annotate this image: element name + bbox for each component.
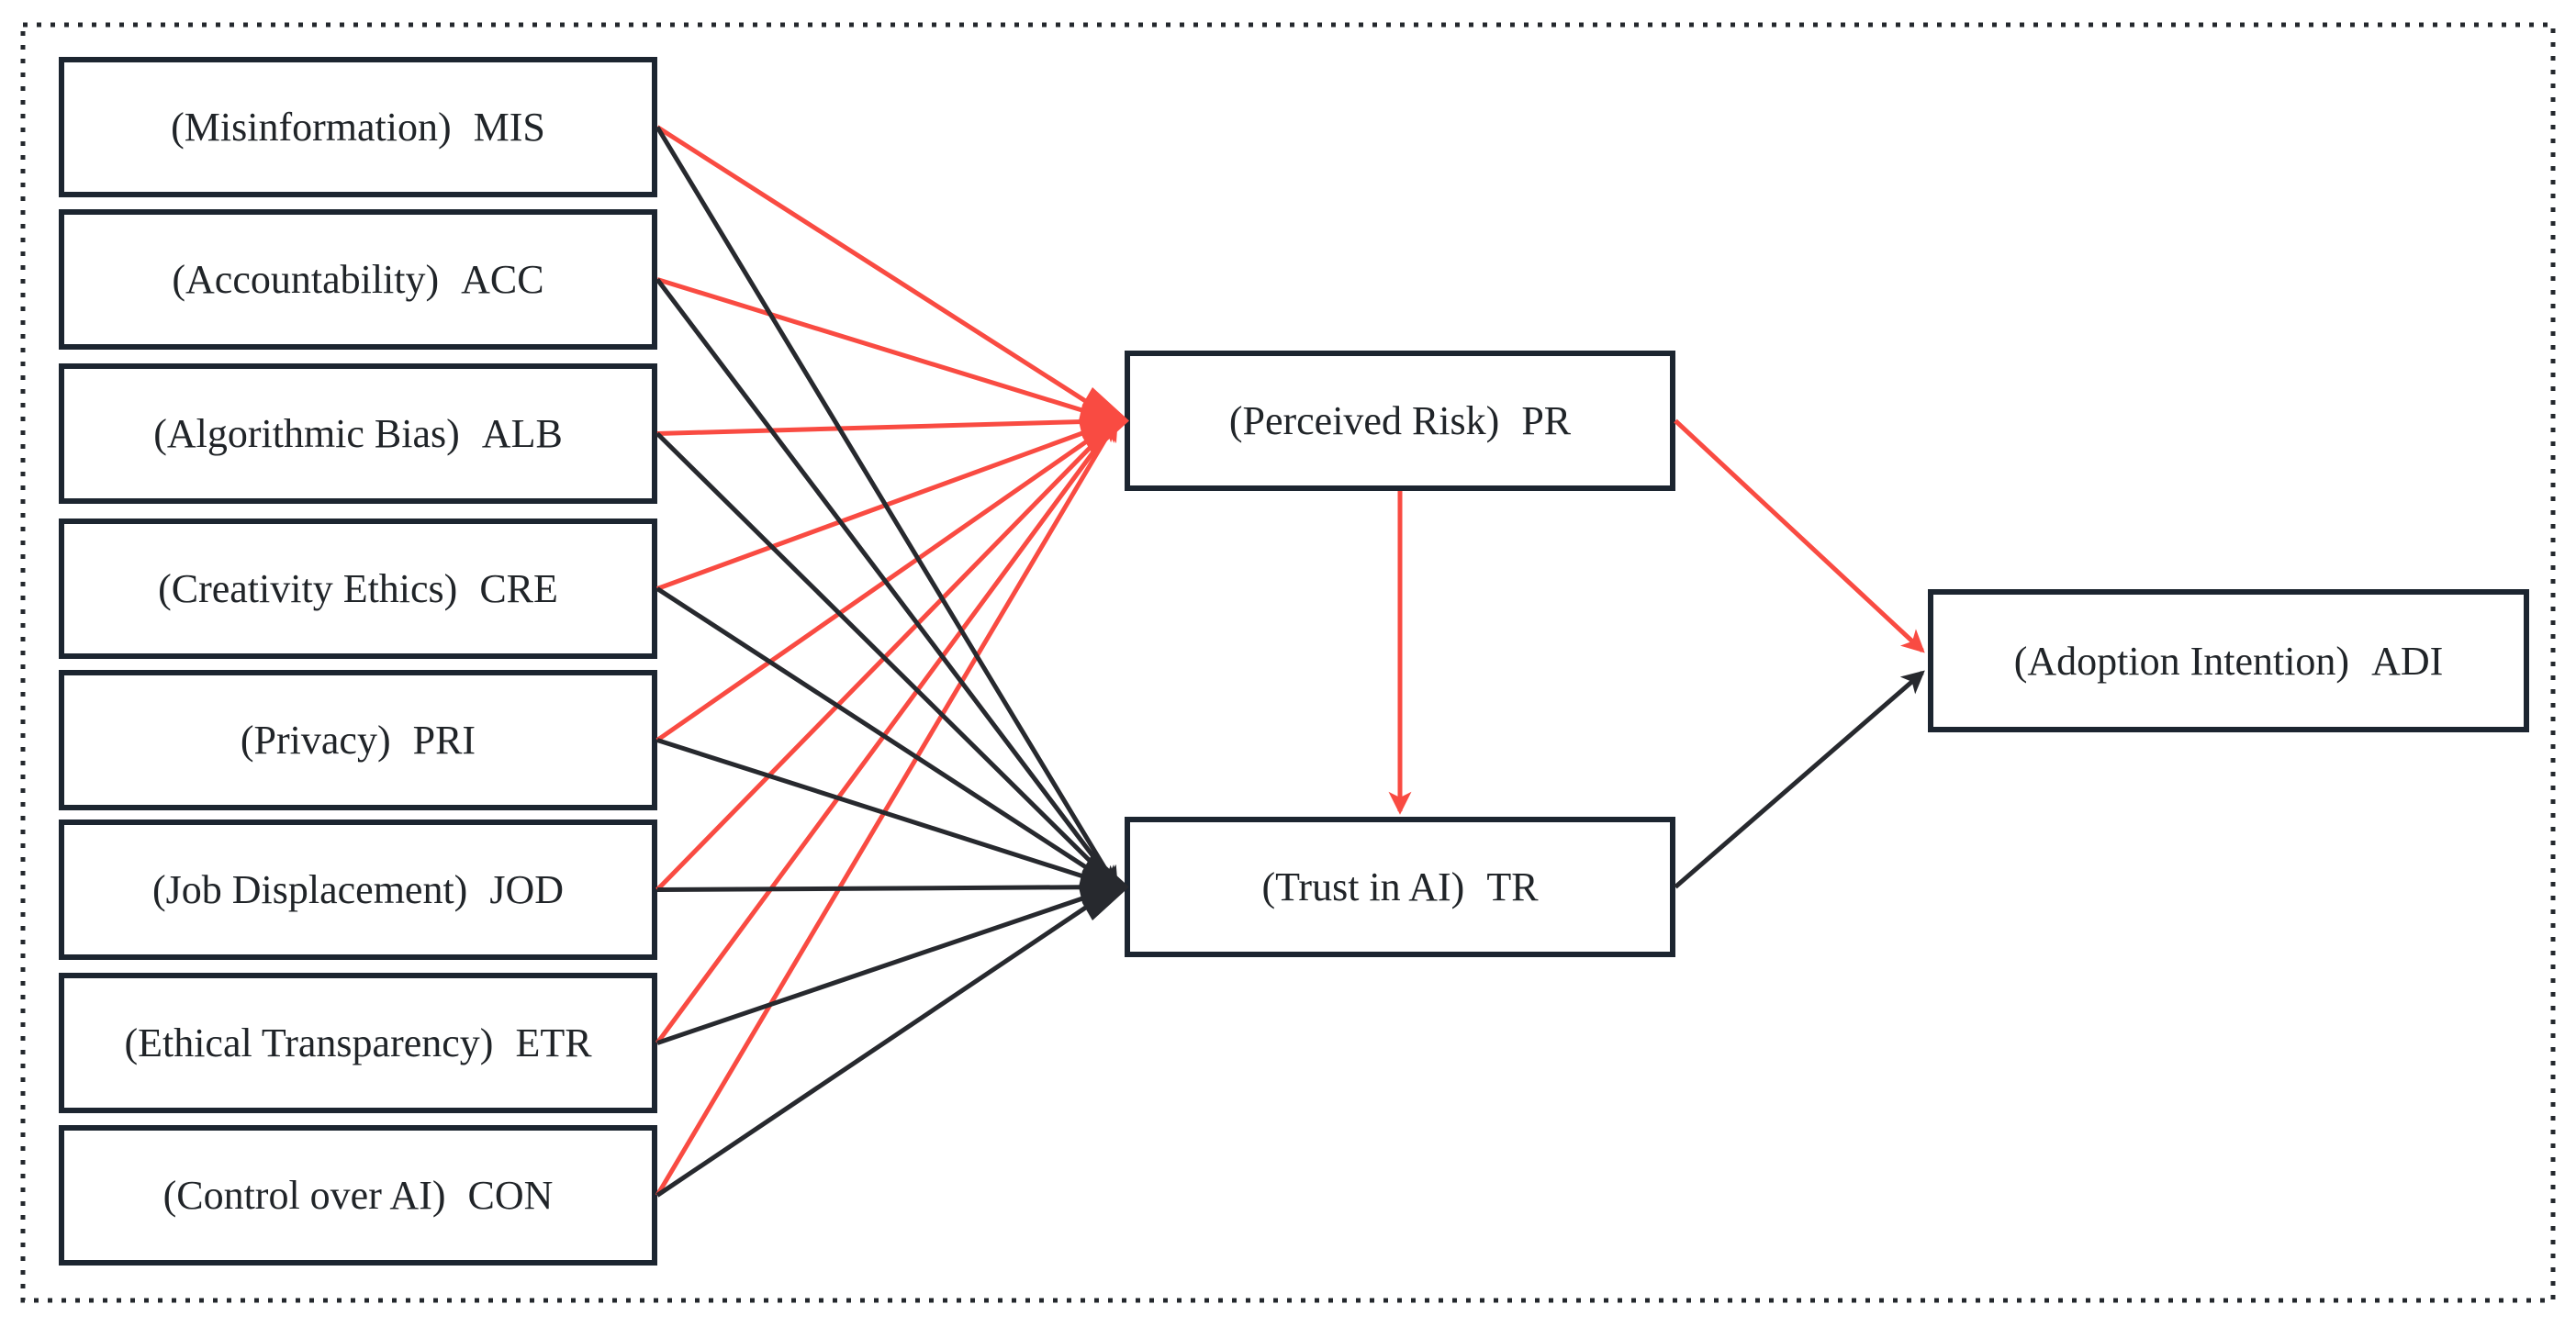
mediator-box-pr: (Perceived Risk) PR xyxy=(1125,351,1675,491)
edge-acc-tr xyxy=(655,277,1119,890)
edge-etr-pr xyxy=(655,418,1119,1044)
factor-box-jod: (Job Displacement) JOD xyxy=(59,820,657,960)
construct-code: ACC xyxy=(461,257,544,302)
construct-code: TR xyxy=(1486,864,1539,909)
edge-alb-pr xyxy=(656,409,1120,436)
construct-label: (Misinformation) xyxy=(171,105,452,150)
edge-acc-pr xyxy=(656,277,1120,427)
edge-jod-pr xyxy=(655,418,1119,892)
arrowhead-blob-pr xyxy=(1079,387,1129,454)
factor-box-acc: (Accountability) ACC xyxy=(59,209,657,350)
factor-box-mis: (Misinformation) MIS xyxy=(59,57,657,197)
factor-box-con: (Control over AI) CON xyxy=(59,1125,657,1266)
construct-label: (Privacy) xyxy=(240,718,391,763)
factor-box-pri: (Privacy) PRI xyxy=(59,670,657,810)
edge-mis-tr xyxy=(655,126,1119,890)
construct-label: (Trust in AI) xyxy=(1261,864,1465,909)
construct-label: (Algorithmic Bias) xyxy=(153,411,460,456)
edge-cre-pr xyxy=(656,417,1120,591)
construct-code: CRE xyxy=(479,566,558,611)
edge-tr-adi xyxy=(1674,670,1925,889)
mediator-box-tr: (Trust in AI) TR xyxy=(1125,817,1675,957)
construct-code: CON xyxy=(467,1173,554,1218)
construct-label: (Creativity Ethics) xyxy=(158,566,458,611)
edge-con-tr xyxy=(655,885,1120,1198)
construct-label: (Job Displacement) xyxy=(151,867,468,912)
construct-label: (Adoption Intention) xyxy=(2013,638,2350,684)
factor-box-etr: (Ethical Transparency) ETR xyxy=(59,973,657,1113)
construct-code: MIS xyxy=(473,105,545,150)
edge-mis-pr xyxy=(655,125,1120,423)
construct-label: (Ethical Transparency) xyxy=(124,1020,494,1065)
construct-label: (Accountability) xyxy=(172,257,440,302)
edge-cre-tr xyxy=(655,586,1120,889)
construct-code: ADI xyxy=(2371,638,2444,684)
edge-pri-tr xyxy=(656,738,1120,892)
factor-box-alb: (Algorithmic Bias) ALB xyxy=(59,363,657,504)
outcome-box-adi: (Adoption Intention) ADI xyxy=(1928,589,2529,732)
factor-box-cre: (Creativity Ethics) CRE xyxy=(59,519,657,659)
edge-etr-tr xyxy=(656,882,1120,1045)
construct-code: ALB xyxy=(481,411,563,456)
edge-pr-adi xyxy=(1674,418,1925,653)
arrowhead-blob-tr xyxy=(1079,853,1129,920)
construct-label: (Perceived Risk) xyxy=(1228,398,1500,443)
edge-con-pr xyxy=(655,418,1119,1197)
edge-alb-tr xyxy=(655,431,1119,890)
edge-jod-tr xyxy=(656,875,1120,899)
construct-code: JOD xyxy=(489,867,565,912)
construct-code: PR xyxy=(1521,398,1572,443)
construct-label: (Control over AI) xyxy=(162,1173,446,1218)
construct-code: PRI xyxy=(412,718,476,763)
edge-pri-pr xyxy=(655,418,1120,742)
construct-code: ETR xyxy=(515,1020,592,1065)
